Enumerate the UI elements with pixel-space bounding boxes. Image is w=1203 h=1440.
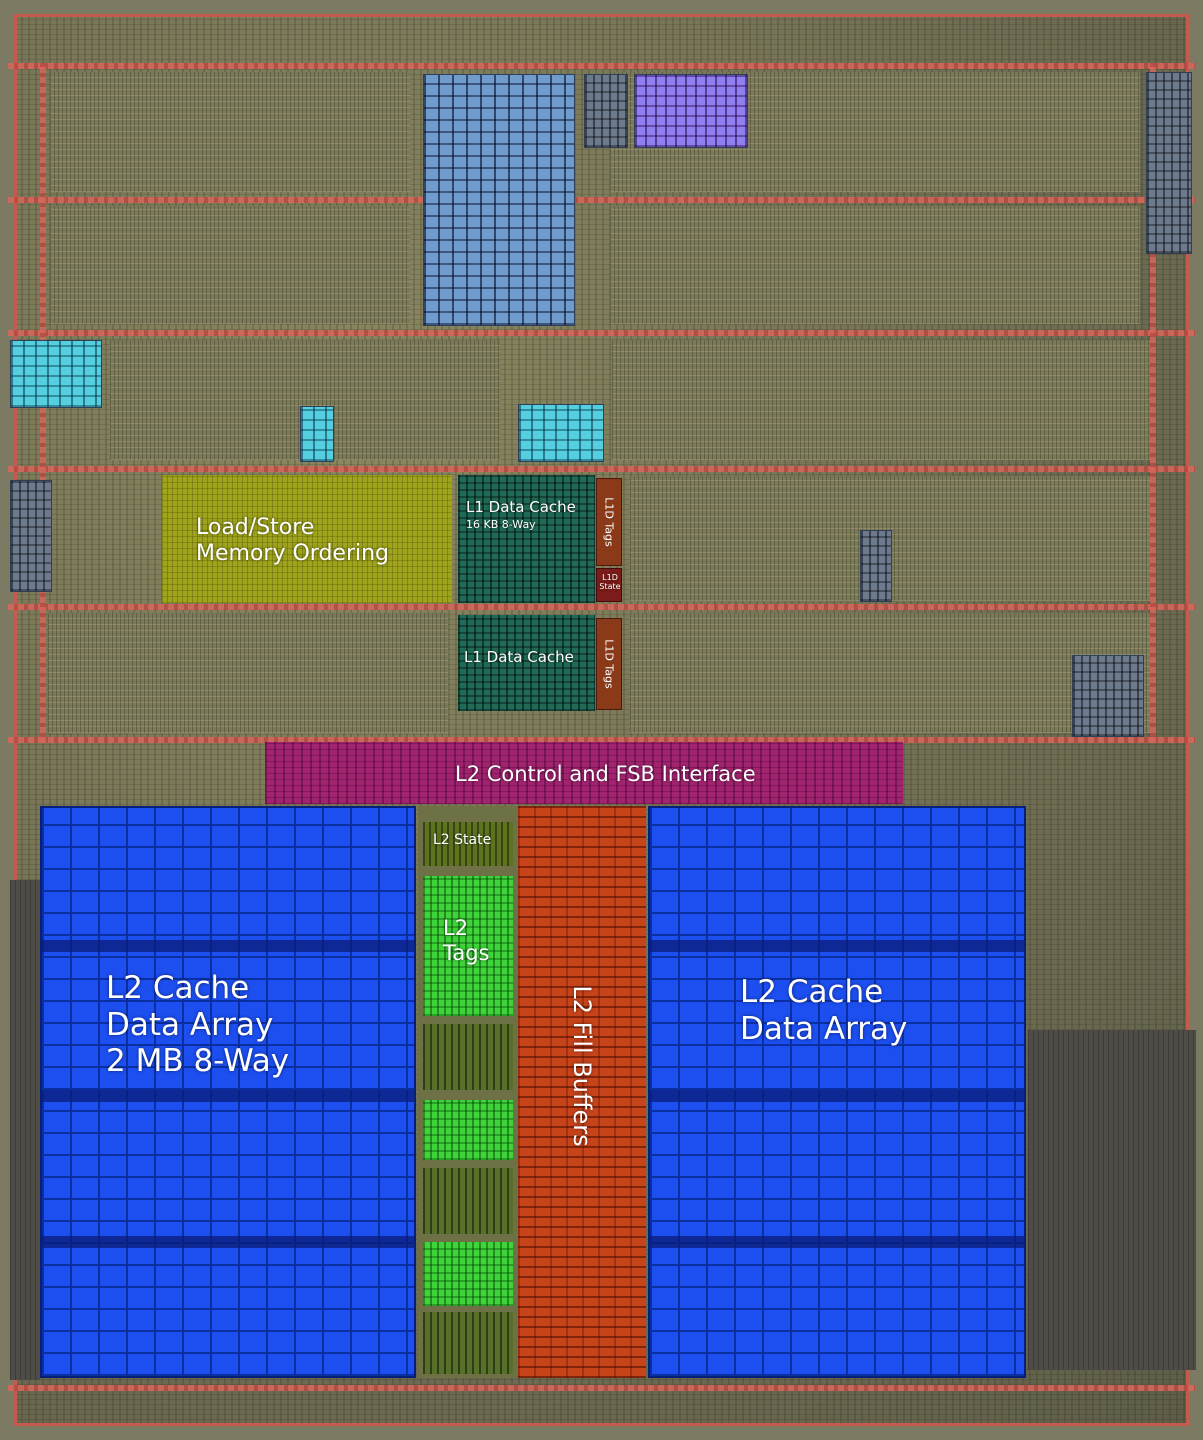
- sram-array: [584, 74, 628, 148]
- l2-tags-block: [423, 1100, 513, 1160]
- power-bus: [8, 197, 1195, 203]
- array-divider: [42, 1236, 414, 1248]
- l1-data-cache-bottom: L1 Data Cache: [458, 615, 595, 711]
- l1d-tags-label: L1D Tags: [602, 497, 616, 547]
- l1-data-cache-label: L1 Data Cache: [464, 648, 574, 666]
- l2-data-array-left: L2 Cache Data Array 2 MB 8-Way: [40, 806, 416, 1378]
- l2-fill-buffers: L2 Fill Buffers: [518, 806, 646, 1378]
- sram-array: [10, 480, 52, 592]
- l1d-state: L1D State: [596, 568, 622, 602]
- logic-block: [610, 206, 1140, 324]
- l2-left-label: L2 Cache Data Array 2 MB 8-Way: [106, 970, 290, 1080]
- l2-data-array-right: L2 Cache Data Array: [648, 806, 1026, 1378]
- io-pad-area: [10, 880, 40, 1380]
- l2-fill-buffers-label: L2 Fill Buffers: [568, 985, 596, 1147]
- sram-array: [860, 530, 892, 602]
- l1-data-cache-size-label: 16 KB 8-Way: [466, 518, 536, 531]
- sram-array: [634, 74, 748, 148]
- l2-control-fsb-interface: L2 Control and FSB Interface: [265, 742, 903, 804]
- logic-block: [48, 613, 448, 733]
- l2-tags-block: [423, 1312, 513, 1374]
- array-divider: [650, 1090, 1024, 1102]
- sram-array: [10, 340, 102, 408]
- array-divider: [42, 1090, 414, 1102]
- l2-tags-label: L2 Tags: [443, 916, 490, 965]
- l1d-tags-top: L1D Tags: [596, 478, 622, 566]
- logic-block: [630, 613, 1150, 733]
- l2-tags-block: [423, 1024, 513, 1090]
- sram-array: [423, 74, 575, 326]
- l2-tags-block: [423, 1242, 513, 1306]
- sram-array: [1072, 655, 1144, 737]
- logic-block: [50, 72, 410, 192]
- logic-block: [50, 206, 410, 324]
- array-divider: [650, 940, 1024, 952]
- array-divider: [650, 1236, 1024, 1248]
- load-store-label: Load/Store Memory Ordering: [196, 515, 390, 566]
- array-divider: [42, 940, 414, 952]
- sram-array: [300, 406, 334, 462]
- l2-right-label: L2 Cache Data Array: [740, 974, 908, 1047]
- sram-array: [1146, 72, 1192, 254]
- l2-tags-block: [423, 1168, 513, 1234]
- power-bus: [8, 1385, 1195, 1391]
- l2-control-label: L2 Control and FSB Interface: [455, 762, 756, 786]
- l1-data-cache-top: L1 Data Cache 16 KB 8-Way: [458, 475, 595, 603]
- power-bus: [8, 604, 1195, 610]
- l1-data-cache-label: L1 Data Cache: [466, 498, 576, 516]
- l2-state-label: L2 State: [433, 832, 492, 848]
- power-bus: [8, 737, 1195, 743]
- io-pad-area: [1028, 1030, 1196, 1370]
- power-bus: [8, 466, 1195, 472]
- power-bus: [8, 330, 1195, 336]
- l2-state: L2 State: [423, 822, 513, 866]
- load-store-unit: Load/Store Memory Ordering: [162, 475, 452, 603]
- power-bus: [1150, 63, 1156, 743]
- l1d-state-label: L1D State: [599, 573, 621, 592]
- power-bus: [8, 63, 1195, 69]
- l2-tags: L2 Tags: [423, 876, 513, 1016]
- l1d-tags-bottom: L1D Tags: [596, 618, 622, 710]
- l1d-tags-label: L1D Tags: [602, 639, 616, 689]
- logic-block: [612, 340, 1150, 460]
- sram-array: [518, 404, 604, 462]
